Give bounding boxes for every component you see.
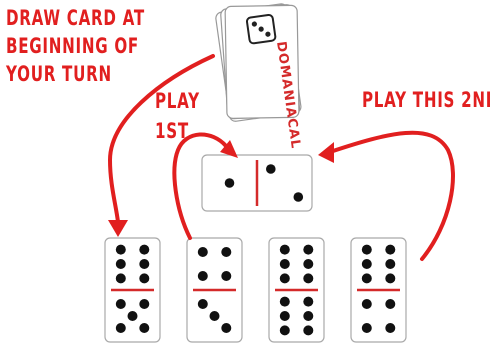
hand-top-pip: [362, 245, 372, 255]
hand-top-pip: [139, 259, 149, 269]
hand-bottom-pip: [116, 299, 126, 309]
hand-top-pip: [116, 259, 126, 269]
hand-bottom-pip: [139, 323, 149, 333]
hand-bottom-pip: [303, 325, 313, 335]
hand-bottom-pip: [303, 297, 313, 307]
die-icon: [246, 14, 275, 43]
play-second-label: Play This 2nd: [362, 86, 490, 114]
table-domino: [202, 155, 312, 211]
hand-top-pip: [385, 273, 395, 283]
hand-top-pip: [116, 273, 126, 283]
table-right-pip: [266, 164, 276, 174]
hand-bottom-pip: [385, 299, 395, 309]
hand-bottom-pip: [221, 323, 231, 333]
table-domino-left-half: [225, 178, 235, 188]
hand-bottom-pip: [362, 323, 372, 333]
hand-top-pip: [116, 245, 126, 255]
hand-top-pip: [385, 245, 395, 255]
hand-bottom-pip: [128, 311, 138, 321]
hand-top-pip: [385, 259, 395, 269]
play-second-instruction: Play This 2nd: [362, 86, 490, 114]
hand-bottom-pip: [303, 311, 313, 321]
draw-card-line-2: beginning of: [6, 32, 145, 60]
draw-card-line-3: your turn: [6, 60, 145, 88]
card-deck[interactable]: DOMANIACAL: [215, 3, 303, 150]
draw-arrowhead: [108, 220, 128, 237]
hand-top-pip: [139, 273, 149, 283]
hand-bottom-pip: [280, 311, 290, 321]
hand-top-pip: [280, 273, 290, 283]
hand-top-pip: [303, 245, 313, 255]
table-right-pip: [294, 192, 304, 202]
hand-top-pip: [221, 271, 231, 281]
hand-top-pip: [303, 259, 313, 269]
hand-bottom-pip: [139, 299, 149, 309]
table-left-pip: [225, 178, 235, 188]
hand-bottom-pip: [385, 323, 395, 333]
hand-top-pip: [280, 259, 290, 269]
play-first-line-1: Play: [155, 86, 200, 116]
play-second-arrowhead: [318, 142, 334, 163]
play-first-line-2: 1st: [155, 116, 200, 146]
hand-top-pip: [198, 247, 208, 257]
hand-top-pip: [221, 247, 231, 257]
hand-bottom-pip: [210, 311, 220, 321]
hand-bottom-pip: [280, 325, 290, 335]
draw-card-line-1: Draw Card at: [6, 4, 145, 32]
play-first-instruction: Play 1st: [155, 86, 200, 146]
hand-top-pip: [139, 245, 149, 255]
hand-top-pip: [198, 271, 208, 281]
hand-domino-4[interactable]: [351, 238, 406, 342]
hand-tiles: [105, 238, 406, 342]
hand-top-pip: [362, 273, 372, 283]
hand-top-pip: [303, 273, 313, 283]
hand-domino-2[interactable]: [187, 238, 242, 342]
hand-domino-1[interactable]: [105, 238, 160, 342]
hand-bottom-pip: [280, 297, 290, 307]
hand-domino-3[interactable]: [269, 238, 324, 342]
hand-bottom-pip: [362, 299, 372, 309]
hand-top-pip: [362, 259, 372, 269]
hand-bottom-pip: [198, 299, 208, 309]
draw-card-instruction: Draw Card at beginning of your turn: [6, 4, 145, 88]
hand-top-pip: [280, 245, 290, 255]
hand-bottom-pip: [116, 323, 126, 333]
